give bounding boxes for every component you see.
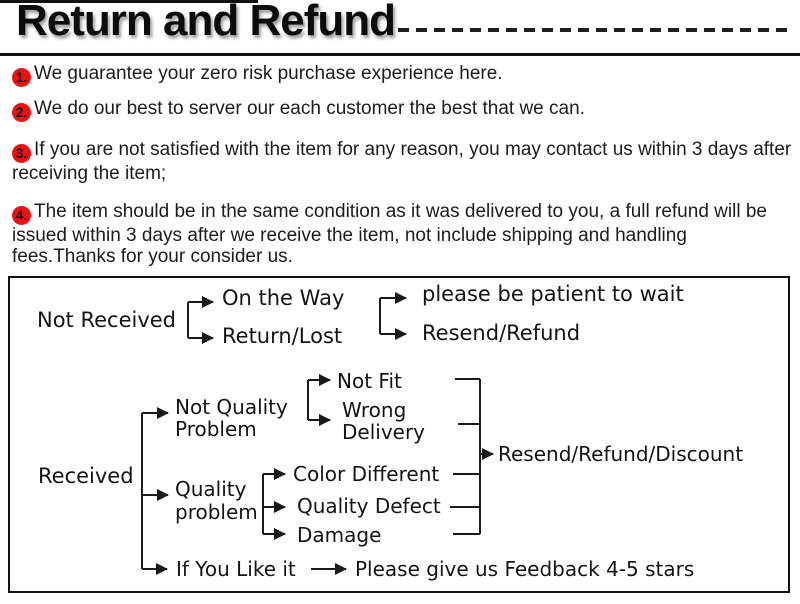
policy-item-4-number-badge: 4. — [12, 206, 31, 225]
policy-item-3-text: If you are not satisfied with the item f… — [12, 139, 792, 184]
flow-label-quality-problem: Quality problem — [175, 477, 258, 524]
policy-item-2-number-badge: 2. — [12, 103, 31, 122]
policy-item-1-number-badge: 1. — [12, 68, 31, 87]
flow-label-resend-refund: Resend/Refund — [422, 321, 581, 345]
flow-label-received: Received — [38, 464, 134, 488]
policy-item-1-text: We guarantee your zero risk purchase exp… — [34, 63, 503, 84]
page-title: Return and Refund — [16, 0, 396, 45]
flowchart-box: Not Received On the Way Return/Lost plea… — [8, 276, 790, 593]
flow-label-resend-refund-discount: Resend/Refund/Discount — [498, 442, 744, 466]
flow-label-feedback: Please give us Feedback 4-5 stars — [355, 557, 695, 581]
policy-item-4: 4.The item should be in the same conditi… — [12, 201, 794, 267]
flow-label-if-you-like-it: If You Like it — [176, 557, 296, 581]
flow-label-not-received: Not Received — [37, 308, 177, 332]
policy-item-4-text: The item should be in the same condition… — [12, 201, 767, 267]
policy-item-2-text: We do our best to server our each custom… — [34, 98, 585, 119]
title-dashed-line — [398, 28, 794, 32]
flow-label-wrong-delivery: Wrong Delivery — [342, 398, 426, 444]
top-left-rule — [0, 0, 258, 3]
flow-label-color-different: Color Different — [293, 462, 440, 486]
flow-label-on-the-way: On the Way — [222, 286, 345, 310]
flow-label-return-lost: Return/Lost — [222, 324, 343, 348]
policy-item-2: 2.We do our best to server our each cust… — [12, 98, 794, 122]
flow-label-damage: Damage — [297, 523, 382, 547]
header-divider — [0, 53, 800, 56]
policy-item-1: 1.We guarantee your zero risk purchase e… — [12, 63, 794, 87]
flowchart-connectors — [141, 292, 494, 575]
flow-label-not-fit: Not Fit — [337, 369, 402, 393]
policy-item-3-number-badge: 3. — [12, 144, 31, 163]
policy-item-3: 3.If you are not satisfied with the item… — [12, 139, 794, 184]
flow-label-please-be-patient: please be patient to wait — [422, 282, 684, 306]
flow-label-not-quality-problem: Not Quality Problem — [175, 395, 288, 441]
flow-label-quality-defect: Quality Defect — [297, 494, 441, 518]
